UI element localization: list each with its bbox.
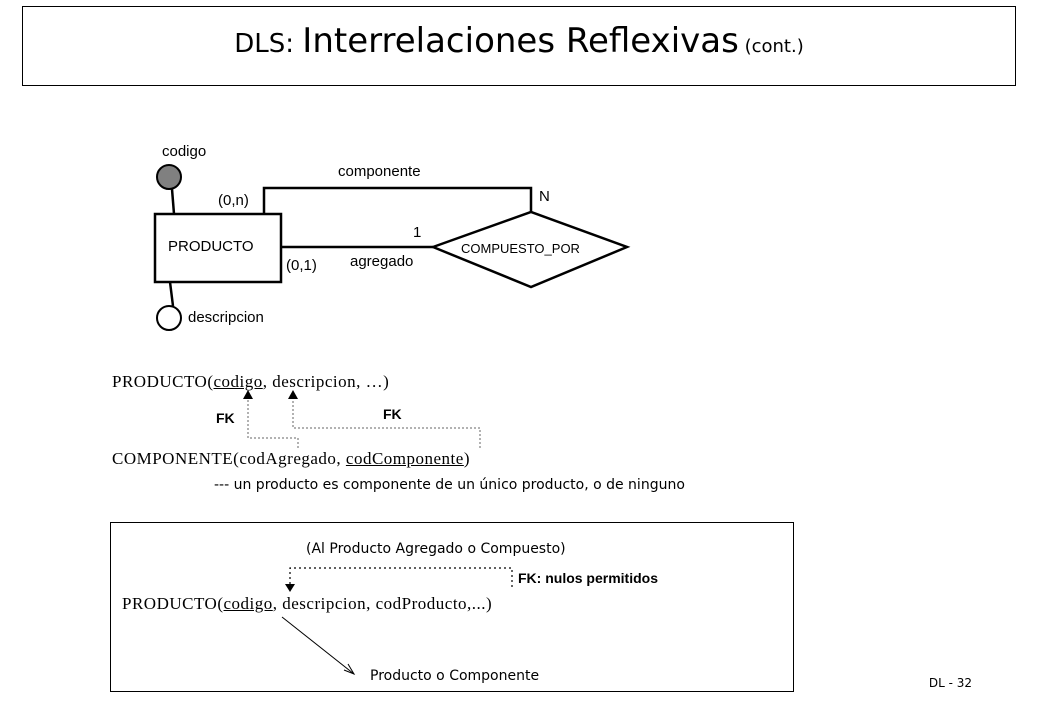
title-box: DLS: Interrelaciones Reflexivas (cont.) (22, 6, 1016, 86)
cardinality-0-n: (0,n) (218, 192, 249, 209)
producto-relation-rest: , descripcion, …) (262, 372, 390, 391)
codigo-attr-line (170, 188, 176, 215)
cardinality-1: 1 (413, 224, 422, 241)
fk2-arrowhead (288, 390, 298, 399)
role-agregado-label: agregado (350, 253, 414, 270)
descripcion-attribute (156, 305, 182, 331)
descripcion-attr-label: descripcion (188, 309, 264, 326)
title-suffix: (cont.) (738, 36, 804, 57)
pointer-arrowhead (343, 663, 356, 676)
cardinality-n: N (539, 188, 550, 205)
producto-relation-name: PRODUCTO( (112, 372, 214, 391)
codigo-key-attribute (156, 164, 182, 190)
componente-relation-name: COMPONENTE(codAgregado, (112, 449, 346, 468)
producto-pk: codigo (213, 372, 263, 391)
pointer-label: Producto o Componente (370, 668, 540, 684)
componente-pk: codComponente (345, 449, 464, 468)
cardinality-0-1: (0,1) (286, 257, 317, 274)
fk-nullable-label: FK: nulos permitidos (518, 570, 658, 586)
producto-alt-pk: codigo (223, 594, 273, 613)
pointer-line (281, 616, 355, 675)
fk1-arrowhead (243, 390, 253, 399)
componente-relation-rest: ) (463, 449, 470, 468)
slide-title: DLS: Interrelaciones Reflexivas (cont.) (23, 21, 1015, 61)
componente-note: --- un producto es componente de un únic… (214, 477, 685, 493)
producto-alt-name: PRODUCTO( (122, 594, 224, 613)
descripcion-attr-line (168, 281, 175, 307)
alternative-caption: (Al Producto Agregado o Compuesto) (306, 541, 566, 557)
producto-alt-relation: PRODUCTO(codigo, descripcion, codProduct… (122, 594, 492, 614)
fk2-label: FK (383, 406, 402, 422)
componente-relation: COMPONENTE(codAgregado, codComponente) (112, 449, 470, 469)
title-prefix: DLS: (234, 29, 303, 59)
componente-edge (262, 186, 533, 214)
fk1-arrow-line (247, 398, 299, 448)
title-main: Interrelaciones Reflexivas (302, 21, 739, 61)
producto-entity-label: PRODUCTO (168, 238, 254, 255)
producto-entity-rect (153, 212, 283, 284)
producto-relation: PRODUCTO(codigo, descripcion, …) (112, 372, 389, 392)
producto-alt-rest: , descripcion, codProducto,...) (272, 594, 493, 613)
codigo-attr-label: codigo (162, 143, 207, 160)
alternative-design-box (110, 522, 794, 692)
fk-nullable-arrow-line (289, 567, 513, 587)
fk-nullable-arrowhead (285, 584, 295, 592)
slide-number: DL - 32 (928, 676, 972, 690)
compuesto-por-label: COMPUESTO_POR (461, 241, 580, 256)
fk2-arrow-line (292, 398, 481, 448)
compuesto-por-diamond (429, 210, 631, 289)
fk1-label: FK (216, 410, 235, 426)
role-componente-label: componente (338, 163, 421, 180)
